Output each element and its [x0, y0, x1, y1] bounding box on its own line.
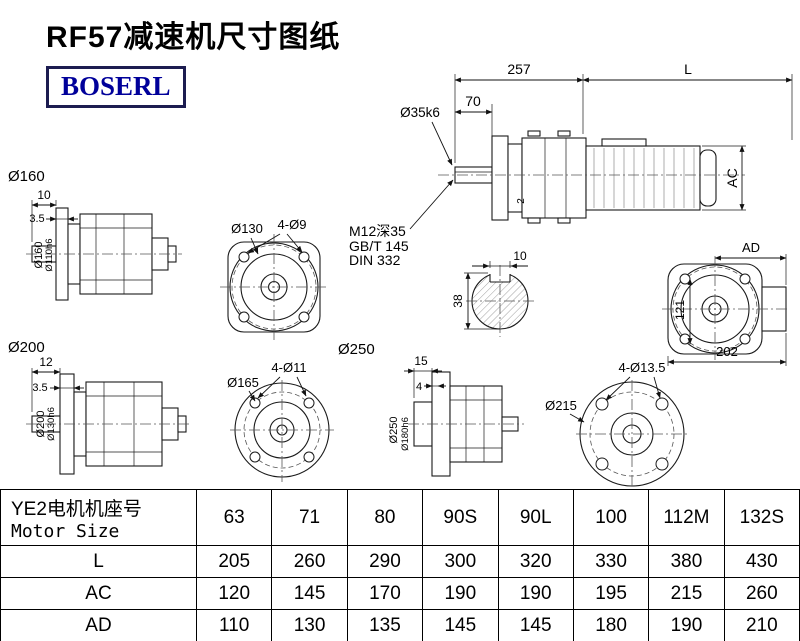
- table-cell: 145: [497, 609, 574, 641]
- dim-outer-200: Ø200: [35, 411, 47, 438]
- dim-2: 2: [516, 198, 527, 204]
- size-col-71: 71: [271, 489, 348, 546]
- table-cell: 330: [572, 545, 650, 578]
- header-en: Motor Size: [11, 520, 120, 542]
- dim-3-5: 3.5: [29, 213, 44, 225]
- table-cell: 170: [346, 577, 424, 610]
- table-row-AC: AC 120 145 170 190 190 195 215 260: [0, 577, 800, 610]
- dim-38: 38: [451, 294, 465, 308]
- dim-holes-4x11: 4-Ø11: [271, 360, 306, 375]
- view-label-200: Ø200: [8, 339, 45, 356]
- table-cell: 110: [195, 609, 273, 641]
- dim-spigot-110: Ø110h6: [44, 238, 55, 271]
- table-cell: 190: [422, 577, 499, 610]
- table-cell: 145: [422, 609, 499, 641]
- table-cell: 260: [723, 577, 800, 610]
- note-thread: M12深35: [349, 223, 406, 239]
- row-label-AD: AD: [0, 609, 197, 641]
- table-cell: 210: [723, 609, 800, 641]
- table-cell: 380: [648, 545, 725, 578]
- dim-121: 121: [673, 300, 687, 320]
- note-din: DIN 332: [349, 252, 401, 268]
- table-cell: 205: [195, 545, 273, 578]
- dim-outer-160: Ø160: [33, 242, 45, 269]
- shaft-key-section-view: 10 38: [451, 249, 534, 337]
- dim-202: 202: [716, 344, 738, 359]
- note-gb: GB/T 145: [349, 238, 409, 254]
- table-cell: 180: [572, 609, 650, 641]
- table-cell: 145: [271, 577, 348, 610]
- main-side-view: 257 L 70 Ø35k6 AC 2 M12深35 GB/T 145 DIN …: [349, 61, 793, 268]
- dim-257: 257: [507, 61, 531, 77]
- header-cn: YE2电机机座号: [11, 498, 142, 520]
- size-col-80: 80: [346, 489, 424, 546]
- boserl-logo: BOSERL: [46, 66, 186, 108]
- table-cell: 300: [422, 545, 499, 578]
- dim-12: 12: [39, 355, 53, 369]
- flange-130-front-view: Ø130 4-Ø9: [220, 217, 328, 340]
- dim-holes-4x9: 4-Ø9: [278, 217, 307, 232]
- dim-outer-250: Ø250: [388, 417, 400, 444]
- table-cell: 195: [572, 577, 650, 610]
- view-label-160: Ø160: [8, 168, 45, 185]
- dim-10: 10: [37, 188, 51, 202]
- dim-spigot-130: Ø130h6: [46, 407, 57, 441]
- size-col-100: 100: [572, 489, 650, 546]
- flange-215-front-view: Ø215 4-Ø13.5: [545, 360, 688, 488]
- table-cell: 430: [723, 545, 800, 578]
- flange-250-side-view: Ø250 15 4 Ø250 Ø180h6: [338, 341, 524, 477]
- flange-165-front-view: Ø165 4-Ø11: [227, 360, 334, 482]
- dim-3-5b: 3.5: [32, 382, 47, 394]
- table-cell: 190: [497, 577, 574, 610]
- motor-size-header: YE2电机机座号 Motor Size: [0, 489, 197, 546]
- flange-200-side-view: Ø200 12 3.5 Ø200 Ø130h6: [8, 339, 192, 475]
- flange-160-side-view: Ø160 10 3.5 Ø160 Ø110h6: [8, 168, 182, 301]
- table-row-AD: AD 110 130 135 145 145 180 190 210: [0, 609, 800, 641]
- dim-15: 15: [414, 354, 428, 368]
- table-row-L: L 205 260 290 300 320 330 380 430: [0, 545, 800, 578]
- dim-4: 4: [416, 381, 422, 393]
- dim-AD: AD: [742, 240, 760, 255]
- dim-L: L: [684, 61, 692, 77]
- table-cell: 260: [271, 545, 348, 578]
- size-col-90l: 90L: [497, 489, 574, 546]
- size-col-90s: 90S: [422, 489, 499, 546]
- shaft-diameter-label: Ø35k6: [400, 105, 440, 120]
- dim-outer-165: Ø165: [227, 375, 259, 390]
- table-cell: 130: [271, 609, 348, 641]
- dim-70: 70: [465, 93, 481, 109]
- table-cell: 190: [648, 609, 725, 641]
- table-cell: 290: [346, 545, 424, 578]
- technical-drawing: 257 L 70 Ø35k6 AC 2 M12深35 GB/T 145 DIN …: [8, 61, 793, 488]
- row-label-L: L: [0, 545, 197, 578]
- dim-outer-130: Ø130: [231, 221, 263, 236]
- size-col-112m: 112M: [648, 489, 725, 546]
- ad-front-view: AD 121 202: [662, 240, 790, 366]
- dim-holes-4x13-5: 4-Ø13.5: [619, 360, 666, 375]
- page-title: RF57减速机尺寸图纸: [46, 21, 341, 54]
- view-label-250: Ø250: [338, 341, 375, 358]
- table-cell: 135: [346, 609, 424, 641]
- dim-outer-215: Ø215: [545, 398, 577, 413]
- dim-AC: AC: [724, 168, 740, 187]
- row-label-AC: AC: [0, 577, 197, 610]
- table-cell: 215: [648, 577, 725, 610]
- dimension-table: YE2电机机座号 Motor Size 63 71 80 90S 90L 100…: [0, 489, 800, 641]
- size-col-132s: 132S: [723, 489, 800, 546]
- table-header-row: YE2电机机座号 Motor Size 63 71 80 90S 90L 100…: [0, 489, 800, 546]
- table-cell: 320: [497, 545, 574, 578]
- dim-key-width-10: 10: [513, 249, 527, 263]
- size-col-63: 63: [195, 489, 273, 546]
- dim-spigot-180: Ø180h6: [400, 417, 411, 451]
- table-cell: 120: [195, 577, 273, 610]
